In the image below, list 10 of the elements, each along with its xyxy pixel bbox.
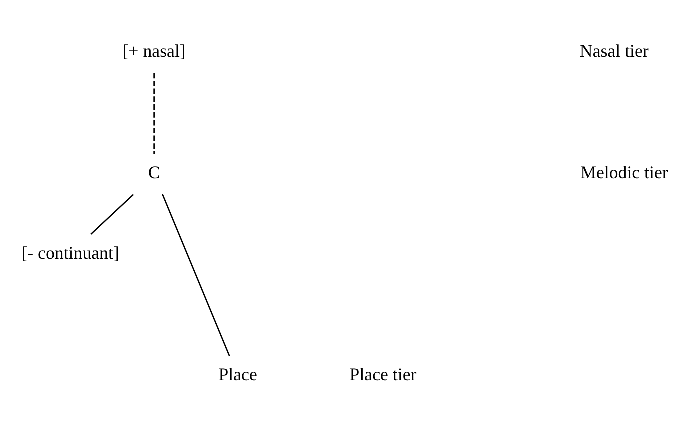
node-text: [+ nasal] — [122, 40, 186, 61]
node-text: Place — [218, 364, 258, 385]
node-text: [- continuant] — [22, 242, 120, 263]
label: Place tier — [350, 364, 417, 385]
connector — [90, 194, 134, 235]
node-text: C — [148, 162, 160, 183]
label: Nasal tier — [580, 40, 649, 61]
connector — [154, 73, 155, 154]
label: Melodic tier — [580, 162, 668, 183]
connector — [162, 194, 230, 356]
